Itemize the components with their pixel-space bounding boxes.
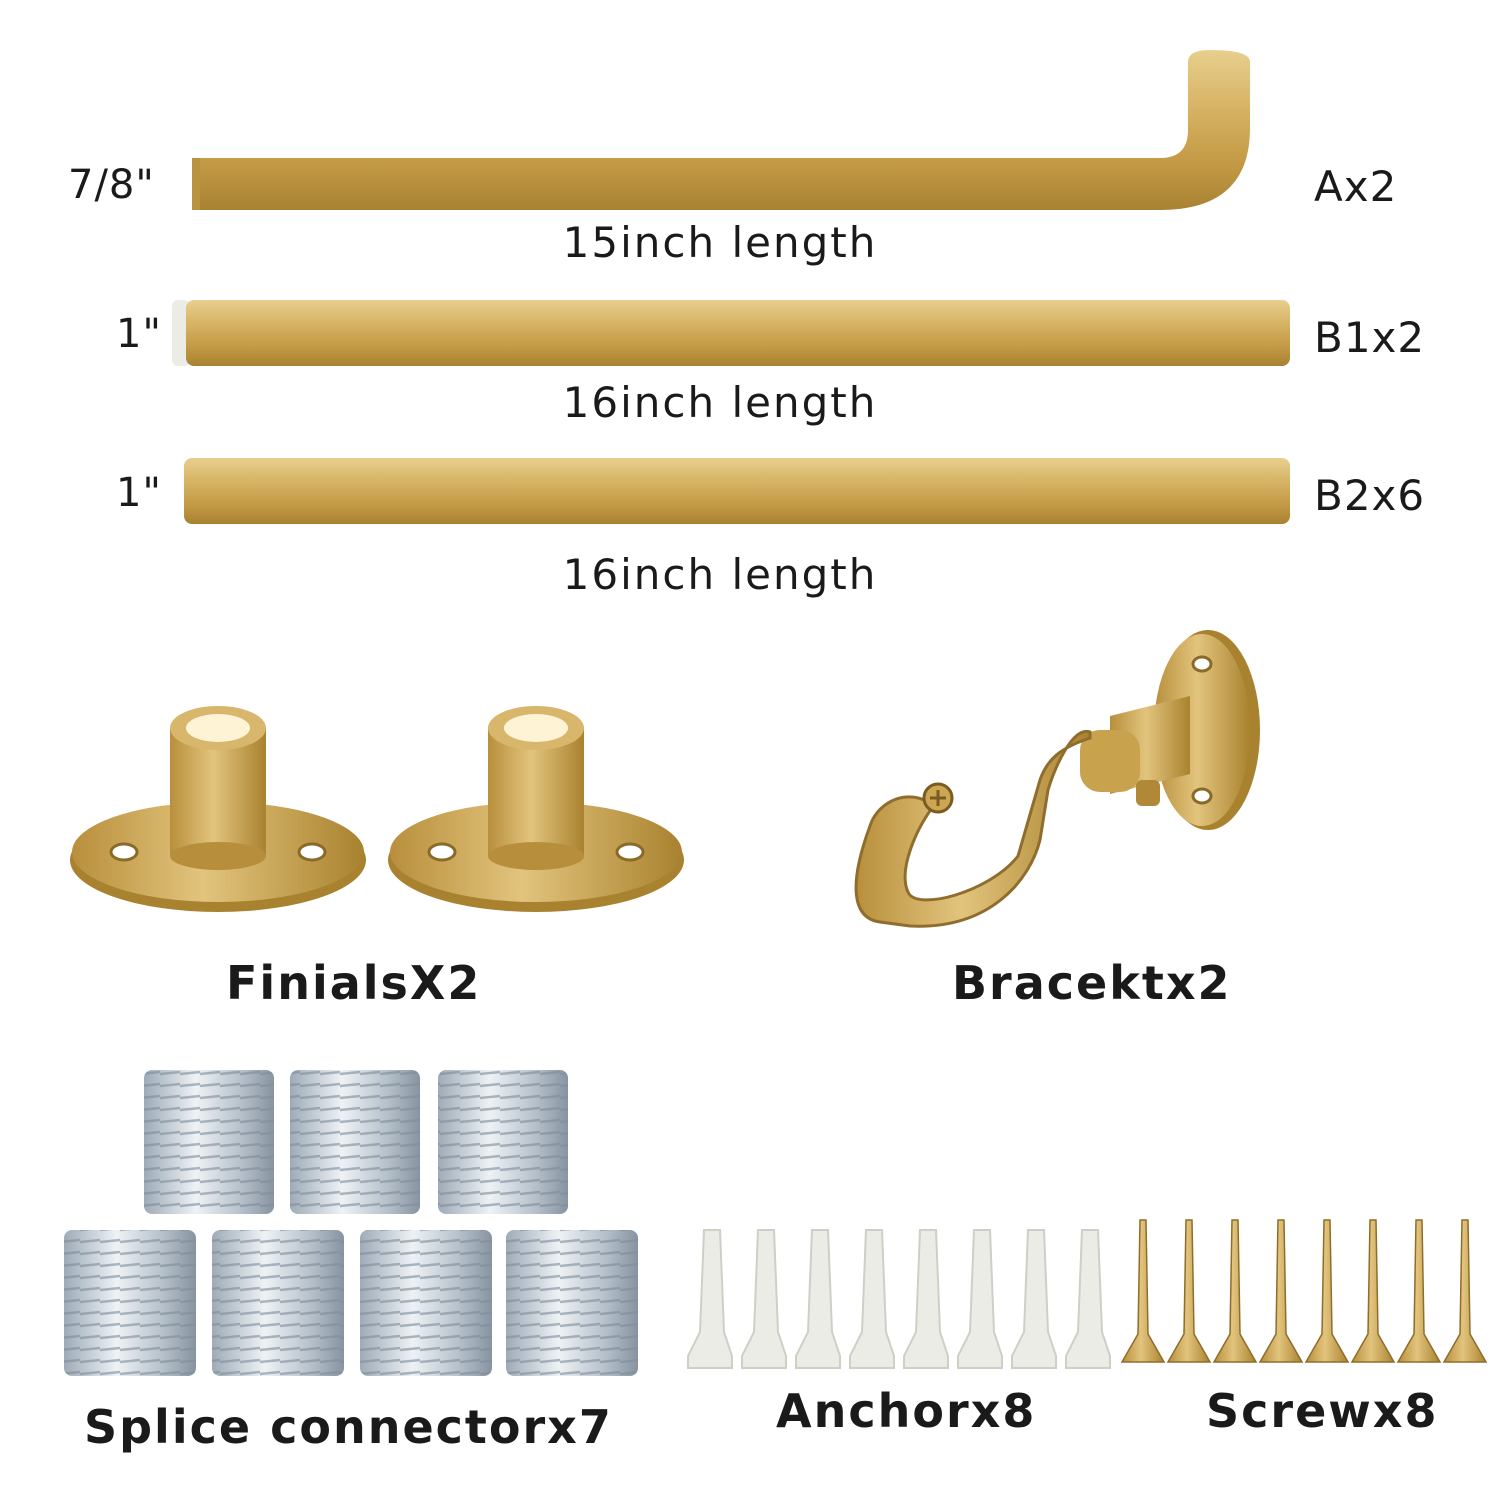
bracket-label: Bracektx2 bbox=[952, 956, 1232, 1010]
finial-image-2 bbox=[388, 706, 684, 912]
splice-label: Splice connectorx7 bbox=[84, 1400, 613, 1454]
rod-b2-length: 16inch length bbox=[562, 550, 878, 599]
rod-a-code: Ax2 bbox=[1314, 162, 1398, 211]
rod-b1-length: 16inch length bbox=[562, 378, 878, 427]
finial-image-1 bbox=[70, 706, 366, 912]
screw-label: Screwx8 bbox=[1206, 1384, 1439, 1438]
anchors-image bbox=[687, 1229, 1111, 1369]
rod-b1-code: B1x2 bbox=[1314, 313, 1426, 362]
screws-image bbox=[1120, 1219, 1488, 1363]
splice-connectors-image bbox=[64, 1070, 638, 1376]
rod-b1-diameter: 1" bbox=[116, 311, 162, 357]
bracket-image bbox=[854, 630, 1260, 928]
rod-a-image bbox=[192, 50, 1250, 210]
rod-b2-diameter: 1" bbox=[116, 470, 162, 516]
finials-label: FinialsX2 bbox=[226, 956, 482, 1010]
rod-a-length: 15inch length bbox=[562, 218, 878, 267]
rod-b1-image bbox=[172, 300, 1290, 366]
rod-b2-image bbox=[184, 458, 1290, 524]
rod-a-diameter: 7/8" bbox=[68, 162, 155, 208]
rod-b2-code: B2x6 bbox=[1314, 471, 1426, 520]
anchor-label: Anchorx8 bbox=[776, 1384, 1037, 1438]
